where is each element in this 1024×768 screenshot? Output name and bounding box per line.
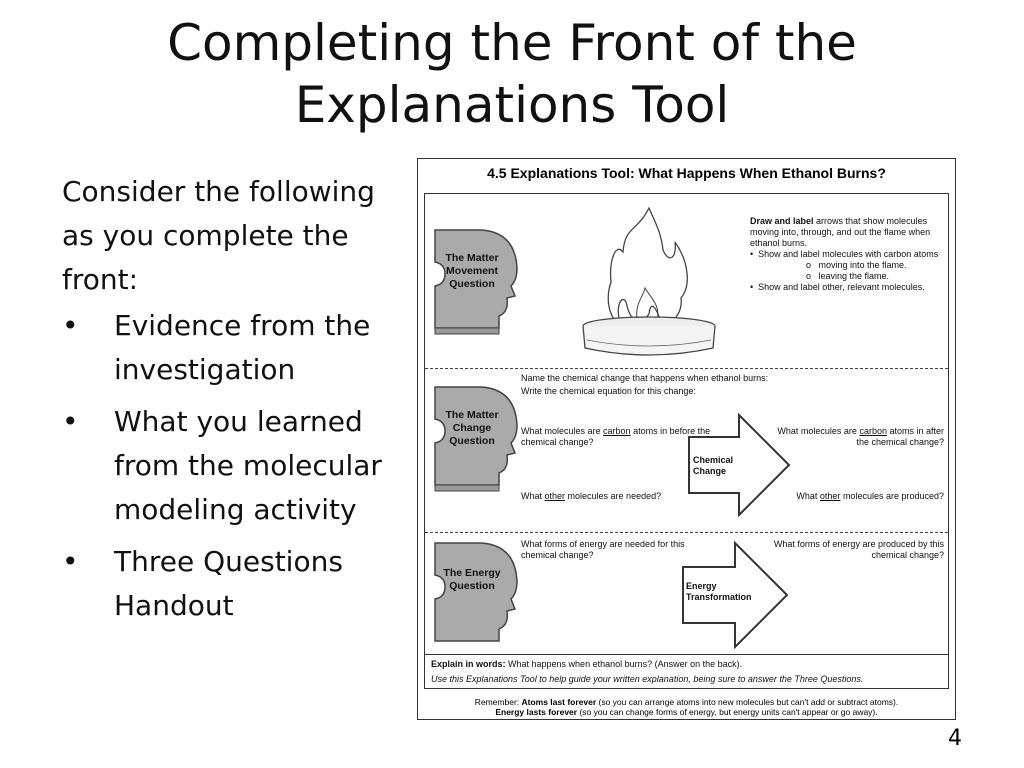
matter-movement-label: The Matter Movement Question	[445, 252, 499, 290]
tool-title: 4.5 Explanations Tool: What Happens When…	[487, 165, 886, 181]
bullet-icon: •	[62, 405, 79, 438]
chemical-change-arrow-icon	[688, 413, 791, 517]
bullet-item: • Three Questions Handout	[62, 540, 382, 628]
other-produced-prompt: What other molecules are produced?	[796, 491, 944, 501]
matter-change-section: The Matter Change Question Name the chem…	[425, 369, 948, 533]
bullet-icon: •	[62, 545, 79, 578]
bullet-list: • Evidence from the investigation • What y…	[62, 304, 382, 628]
bullet-text: Three Questions Handout	[114, 545, 343, 622]
head-silhouette-icon: The Matter Change Question	[429, 381, 521, 492]
energy-transformation-label: Energy Transformation	[686, 581, 752, 602]
slide-title: Completing the Front of the Explanations…	[167, 14, 857, 134]
explain-prompt: Explain in words: What happens when etha…	[431, 659, 743, 669]
slide-body: Consider the following as you complete t…	[62, 170, 382, 636]
page-number: 4	[948, 726, 962, 751]
explain-section: Explain in words: What happens when etha…	[425, 655, 948, 688]
draw-instructions: Draw and label arrows that show molecule…	[750, 216, 939, 292]
carbon-before-prompt: What molecules are carbon atoms in befor…	[521, 426, 711, 447]
energy-transformation-arrow-icon	[682, 541, 789, 649]
bullet-icon: •	[62, 309, 79, 342]
bullet-text: What you learned from the molecular mode…	[114, 405, 382, 526]
intro-text: Consider the following as you complete t…	[62, 175, 375, 296]
bullet-item: • What you learned from the molecular mod…	[62, 400, 382, 532]
head-silhouette-icon: The Matter Movement Question	[429, 224, 521, 335]
head-silhouette-icon: The Energy Question	[429, 537, 521, 643]
bullet-item: • Evidence from the investigation	[62, 304, 382, 392]
matter-movement-section: The Matter Movement Question Draw and la…	[425, 194, 948, 369]
equation-prompt: Write the chemical equation for this cha…	[521, 386, 696, 396]
chemical-change-label: Chemical Change	[693, 455, 734, 476]
carbon-after-prompt: What molecules are carbon atoms in after…	[777, 426, 944, 447]
bullet-text: Evidence from the investigation	[114, 309, 371, 386]
use-tool-note: Use this Explanations Tool to help guide…	[431, 674, 864, 684]
energy-needed-prompt: What forms of energy are needed for this…	[521, 539, 685, 560]
explanations-tool-image: 4.5 Explanations Tool: What Happens When…	[417, 158, 956, 720]
matter-change-label: The Matter Change Question	[445, 409, 499, 447]
other-needed-prompt: What other molecules are needed?	[521, 491, 662, 501]
energy-produced-prompt: What forms of energy are produced by thi…	[773, 539, 944, 560]
remember-note: Remember: Atoms last forever (so you can…	[474, 697, 899, 717]
energy-section: The Energy Question What forms of energy…	[425, 533, 948, 655]
name-change-prompt: Name the chemical change that happens wh…	[521, 373, 769, 383]
tool-box: The Matter Movement Question Draw and la…	[424, 193, 949, 689]
ethanol-flame-icon	[582, 206, 716, 356]
energy-label: The Energy Question	[443, 567, 501, 592]
